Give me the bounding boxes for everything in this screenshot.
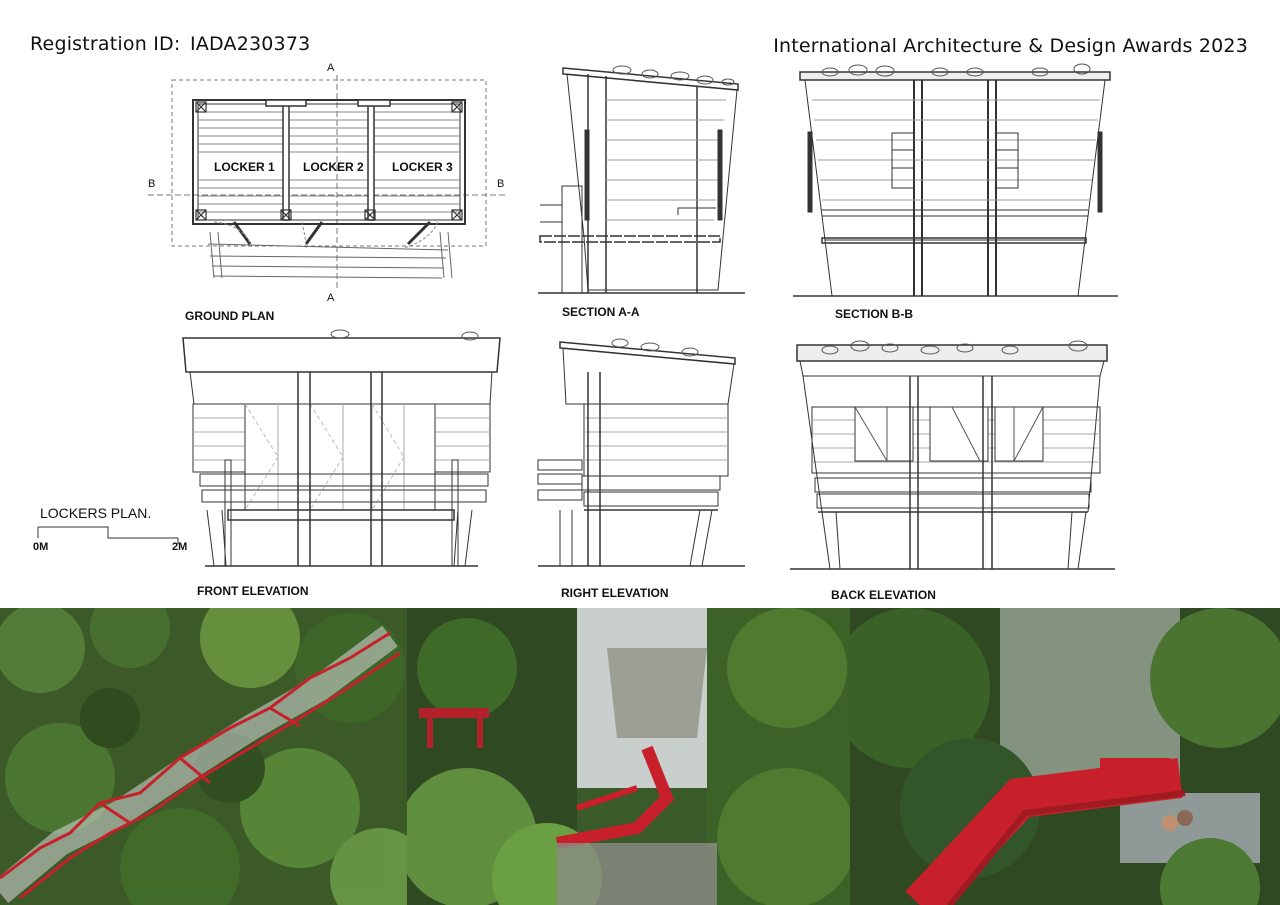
- scale-bar: [37, 526, 179, 544]
- section-aa-drawing: [538, 65, 745, 294]
- section-mark-b-left: B: [148, 178, 156, 190]
- drawings-sheet: [37, 63, 1118, 570]
- bathing-pool-photo: [850, 608, 1280, 905]
- caption-right-elevation: RIGHT ELEVATION: [561, 586, 669, 600]
- section-mark-a-bottom: A: [327, 292, 335, 304]
- scale-bar-start: 0M: [33, 541, 49, 553]
- back-elevation-drawing: [790, 340, 1115, 570]
- locker-2-label: LOCKER 2: [303, 160, 364, 174]
- front-elevation-drawing: [182, 329, 501, 567]
- ground-plan-drawing: [148, 75, 505, 290]
- section-bb-drawing: [793, 63, 1118, 297]
- roof-plants: [612, 65, 735, 86]
- section-mark-a-top: A: [327, 62, 335, 74]
- hot-springs-photo: [407, 608, 850, 905]
- locker-3-label: LOCKER 3: [392, 160, 453, 174]
- registration-label: Registration ID:: [30, 33, 181, 55]
- scale-bar-end: 2M: [172, 541, 188, 553]
- caption-front-elevation: FRONT ELEVATION: [197, 584, 309, 598]
- section-mark-b-right: B: [497, 178, 505, 190]
- aerial-photo: [0, 608, 407, 905]
- caption-section-bb: SECTION B-B: [835, 307, 913, 321]
- right-elevation-drawing: [537, 338, 745, 567]
- registration-id: IADA230373: [190, 33, 311, 55]
- caption-ground-plan: GROUND PLAN: [185, 309, 275, 323]
- caption-section-aa: SECTION A-A: [562, 305, 640, 319]
- award-title: International Architecture & Design Awar…: [773, 35, 1248, 57]
- caption-back-elevation: BACK ELEVATION: [831, 588, 936, 602]
- locker-1-label: LOCKER 1: [214, 160, 275, 174]
- scale-bar-title: LOCKERS PLAN.: [40, 505, 152, 521]
